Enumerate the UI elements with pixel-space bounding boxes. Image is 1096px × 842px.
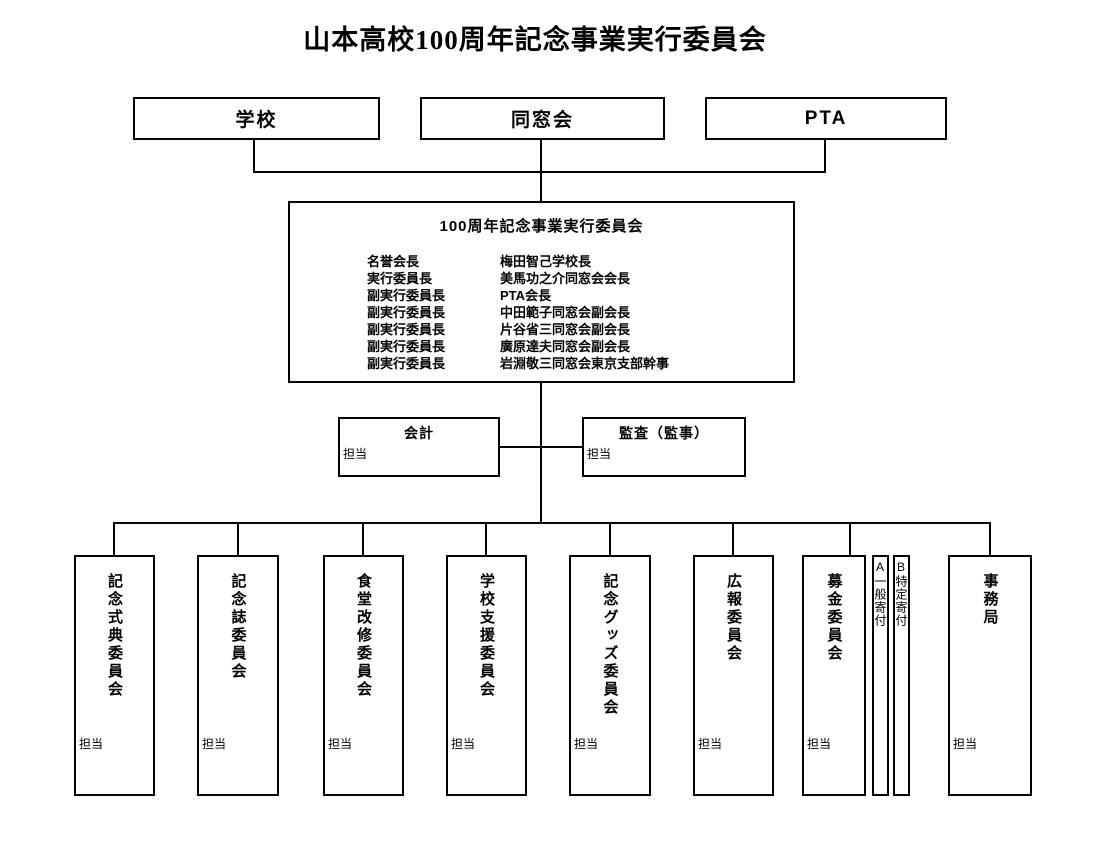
role-row: 名誉会長 梅田智己学校長 xyxy=(367,253,787,270)
audit-box: 監査（監事） 担当 xyxy=(582,417,746,477)
secretariat-title: 事務局 xyxy=(981,573,999,627)
committee-goods-box: 記念グッズ委員会 担当 xyxy=(569,555,651,796)
accounting-box: 会計 担当 xyxy=(338,417,500,477)
accounting-staff-label: 担当 xyxy=(343,447,368,461)
committee-school-support-staff: 担当 xyxy=(451,737,476,751)
connector-accounting-audit xyxy=(500,446,582,448)
page-title: 山本高校100周年記念事業実行委員会 xyxy=(303,25,767,55)
committee-fundraising-box: 募金委員会 担当 xyxy=(802,555,866,796)
drop-committee-1 xyxy=(113,522,115,556)
committee-ceremony-staff: 担当 xyxy=(79,737,104,751)
role-title: 副実行委員長 xyxy=(367,339,446,354)
org-box-pta-label: PTA xyxy=(804,107,848,129)
committee-fundraising-title: 募金委員会 xyxy=(825,573,843,663)
drop-committee-8 xyxy=(989,522,991,556)
committee-magazine-box: 記念誌委員会 担当 xyxy=(197,555,279,796)
drop-committee-4 xyxy=(485,522,487,556)
committee-cafeteria-staff: 担当 xyxy=(328,737,353,751)
secretariat-staff: 担当 xyxy=(953,737,978,751)
committee-ceremony-title: 記念式典委員会 xyxy=(106,573,123,699)
committee-cafeteria-box: 食堂改修委員会 担当 xyxy=(323,555,404,796)
role-title: 実行委員長 xyxy=(367,271,433,286)
committee-cafeteria-title: 食堂改修委員会 xyxy=(355,573,372,699)
role-person: 梅田智己学校長 xyxy=(500,254,592,269)
secretariat-box: 事務局 担当 xyxy=(948,555,1032,796)
committee-goods-title: 記念グッズ委員会 xyxy=(601,573,619,717)
role-person: 美馬功之介同窓会会長 xyxy=(500,271,631,286)
accounting-title: 会計 xyxy=(404,425,434,441)
committee-fundraising-staff: 担当 xyxy=(807,737,832,751)
org-box-alumni-label: 同窓会 xyxy=(510,110,574,131)
org-box-school-label: 学校 xyxy=(235,110,278,131)
role-person: 片谷省三同窓会副会長 xyxy=(500,322,631,337)
role-row: 副実行委員長 片谷省三同窓会副会長 xyxy=(367,321,787,338)
org-box-alumni: 同窓会 xyxy=(420,97,665,140)
fundraising-subcolumn-b-box: B特定寄付 xyxy=(893,555,910,796)
committee-school-support-title: 学校支援委員会 xyxy=(478,573,495,699)
connector-top-horizontal xyxy=(253,171,826,173)
role-title: 副実行委員長 xyxy=(367,305,446,320)
committee-school-support-box: 学校支援委員会 担当 xyxy=(446,555,527,796)
role-title: 副実行委員長 xyxy=(367,288,446,303)
committee-pr-title: 広報委員会 xyxy=(725,573,742,663)
fundraising-subcolumn-a-box: A一般寄付 xyxy=(872,555,889,796)
audit-staff-label: 担当 xyxy=(587,447,612,461)
role-title: 名誉会長 xyxy=(367,254,420,269)
org-box-pta: PTA xyxy=(705,97,947,140)
fundraising-subcolumn-b-label: B特定寄付 xyxy=(894,560,908,627)
role-title: 副実行委員長 xyxy=(367,322,446,337)
distribution-line xyxy=(113,522,991,524)
role-row: 副実行委員長 岩淵敬三同窓会東京支部幹事 xyxy=(367,355,787,372)
committee-goods-staff: 担当 xyxy=(574,737,599,751)
audit-title: 監査（監事） xyxy=(619,425,709,441)
committee-pr-staff: 担当 xyxy=(698,737,723,751)
main-committee-box: 100周年記念事業実行委員会 名誉会長 梅田智己学校長 実行委員長 美馬功之介同窓会… xyxy=(288,201,795,383)
committee-pr-box: 広報委員会 担当 xyxy=(693,555,774,796)
fundraising-subcolumn-a-label: A一般寄付 xyxy=(873,560,887,627)
drop-committee-5 xyxy=(609,522,611,556)
role-row: 副実行委員長 廣原達夫同窓会副会長 xyxy=(367,338,787,355)
role-person: 中田範子同窓会副会長 xyxy=(500,305,631,320)
role-row: 実行委員長 美馬功之介同窓会会長 xyxy=(367,270,787,287)
org-box-school: 学校 xyxy=(133,97,380,140)
role-row: 副実行委員長 中田範子同窓会副会長 xyxy=(367,304,787,321)
drop-committee-6 xyxy=(732,522,734,556)
role-row: 副実行委員長 PTA会長 xyxy=(367,287,787,304)
committee-magazine-title: 記念誌委員会 xyxy=(229,573,247,681)
main-committee-title: 100周年記念事業実行委員会 xyxy=(439,218,644,235)
role-person: PTA会長 xyxy=(500,288,552,303)
connector-main-to-distribution xyxy=(540,383,542,524)
drop-committee-2 xyxy=(237,522,239,556)
connector-center-to-main xyxy=(540,140,542,202)
committee-ceremony-box: 記念式典委員会 担当 xyxy=(74,555,155,796)
connector-pta-drop xyxy=(824,140,826,173)
role-person: 岩淵敬三同窓会東京支部幹事 xyxy=(500,356,670,371)
role-person: 廣原達夫同窓会副会長 xyxy=(500,339,631,354)
role-title: 副実行委員長 xyxy=(367,356,446,371)
connector-school-drop xyxy=(253,140,255,173)
committee-magazine-staff: 担当 xyxy=(202,737,227,751)
drop-committee-3 xyxy=(362,522,364,556)
drop-committee-7 xyxy=(849,522,851,556)
